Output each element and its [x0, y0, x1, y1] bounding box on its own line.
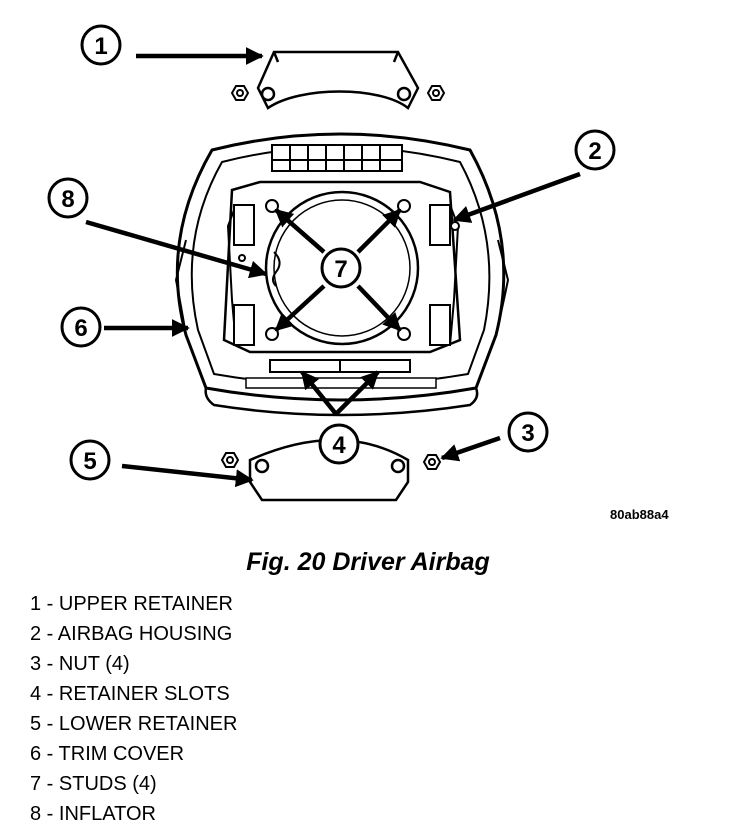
svg-text:7: 7	[334, 256, 347, 283]
arrow-5	[121, 463, 254, 488]
legend-item: 3 - NUT (4)	[30, 653, 130, 675]
callout-3: 3	[507, 411, 549, 453]
legend-item: 7 - STUDS (4)	[30, 773, 157, 795]
lower-retainer	[248, 438, 410, 502]
arrow-7b	[356, 208, 402, 254]
lower-nut-left	[220, 452, 240, 468]
upper-retainer	[256, 50, 420, 110]
retainer-slots	[245, 359, 437, 389]
lower-nut-right	[422, 454, 442, 470]
callout-5: 5	[69, 439, 111, 481]
arrow-4a	[300, 370, 338, 416]
legend-list: 1 - UPPER RETAINER 2 - AIRBAG HOUSING 3 …	[30, 592, 237, 832]
svg-text:3: 3	[521, 420, 534, 447]
callouts: 1 2 3 4 5 6 7 8	[47, 24, 616, 481]
legend-item: 2 - AIRBAG HOUSING	[30, 623, 233, 645]
svg-text:4: 4	[332, 432, 346, 459]
legend-item: 8 - INFLATOR	[30, 803, 156, 825]
figure-caption: Fig. 20 Driver Airbag	[246, 548, 490, 576]
callout-1: 1	[80, 24, 122, 66]
upper-nut-right	[426, 85, 446, 101]
arrow-3	[440, 435, 501, 462]
callout-6: 6	[60, 306, 102, 348]
callout-7: 7	[320, 247, 362, 289]
svg-text:6: 6	[74, 315, 87, 342]
legend-item: 5 - LOWER RETAINER	[30, 713, 238, 735]
callout-4: 4	[318, 423, 360, 465]
arrow-2	[452, 171, 581, 223]
svg-text:8: 8	[61, 186, 74, 213]
arrow-4b	[334, 370, 380, 416]
svg-text:5: 5	[83, 448, 96, 475]
legend-item: 4 - RETAINER SLOTS	[30, 683, 230, 705]
arrow-7c	[274, 284, 326, 332]
svg-text:2: 2	[588, 138, 601, 165]
legend-item: 1 - UPPER RETAINER	[30, 593, 233, 615]
callout-8: 8	[47, 177, 89, 219]
figure-code: 80ab88a4	[610, 507, 669, 522]
svg-text:1: 1	[94, 33, 107, 60]
callout-2: 2	[574, 129, 616, 171]
legend-item: 6 - TRIM COVER	[30, 743, 185, 765]
leader-arrows	[85, 47, 581, 488]
airbag-diagram: 1 2 3 4 5 6 7 8	[47, 24, 616, 502]
arrow-7d	[356, 284, 402, 332]
arrow-8	[85, 219, 268, 279]
top-slots	[271, 144, 403, 172]
upper-nut-left	[230, 85, 250, 101]
arrow-7a	[274, 208, 326, 254]
